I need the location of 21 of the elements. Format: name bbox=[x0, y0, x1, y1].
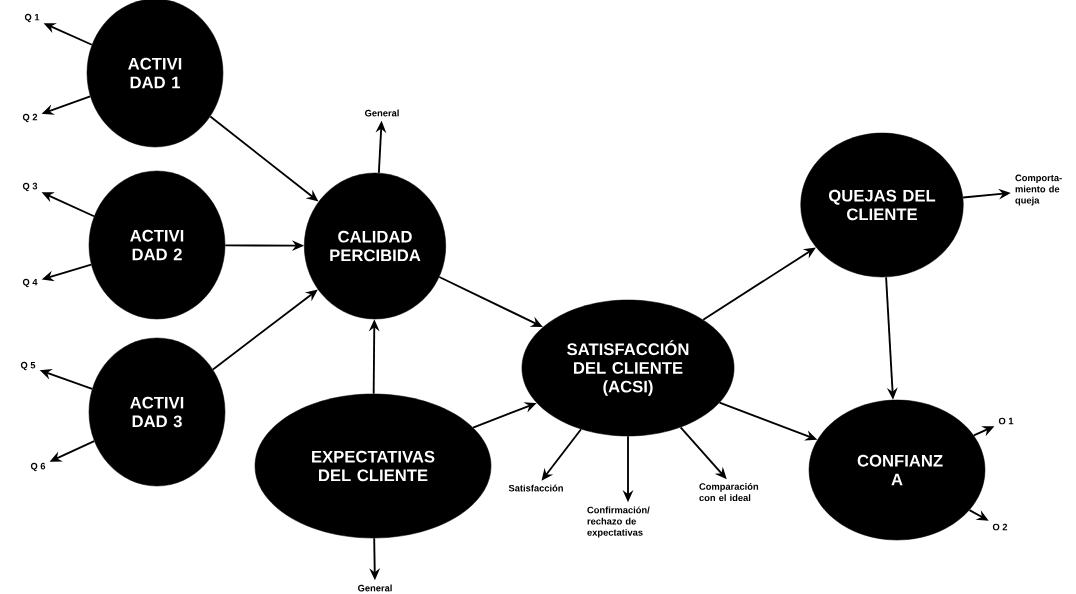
node-label: Comparación con el ideal bbox=[699, 482, 759, 502]
ellipse-node: ACTIVI DAD 2 bbox=[88, 170, 226, 320]
ellipse-node: CALIDAD PERCIBIDA bbox=[304, 172, 446, 320]
node-label: Confirmación/ rechazo de expectativas bbox=[587, 506, 650, 538]
ellipse-node: ACTIVI DAD 3 bbox=[88, 337, 226, 487]
ellipse-node: SATISFACCIÓN DEL CLIENTE (ACSI) bbox=[521, 299, 735, 437]
node-label: Satisfacción bbox=[508, 484, 563, 492]
node-label: Q 5 bbox=[20, 361, 36, 371]
ellipse-node: EXPECTATIVAS DEL CLIENTE bbox=[254, 393, 492, 539]
node-label: Q 3 bbox=[22, 182, 38, 192]
node-label: Q 2 bbox=[22, 113, 38, 123]
node-label: Q 4 bbox=[22, 278, 38, 288]
node-label: General bbox=[358, 584, 392, 592]
node-label: O 1 bbox=[998, 417, 1014, 425]
ellipse-node: CONFIANZ A bbox=[808, 399, 986, 541]
node-label: Q 1 bbox=[24, 13, 40, 23]
node-label: General bbox=[365, 109, 399, 117]
node-label: Q 6 bbox=[30, 462, 46, 472]
node-label: O 2 bbox=[992, 523, 1008, 531]
ellipse-node: QUEJAS DEL CLIENTE bbox=[800, 132, 964, 278]
node-label: Comporta- miento de queja bbox=[1015, 174, 1062, 206]
